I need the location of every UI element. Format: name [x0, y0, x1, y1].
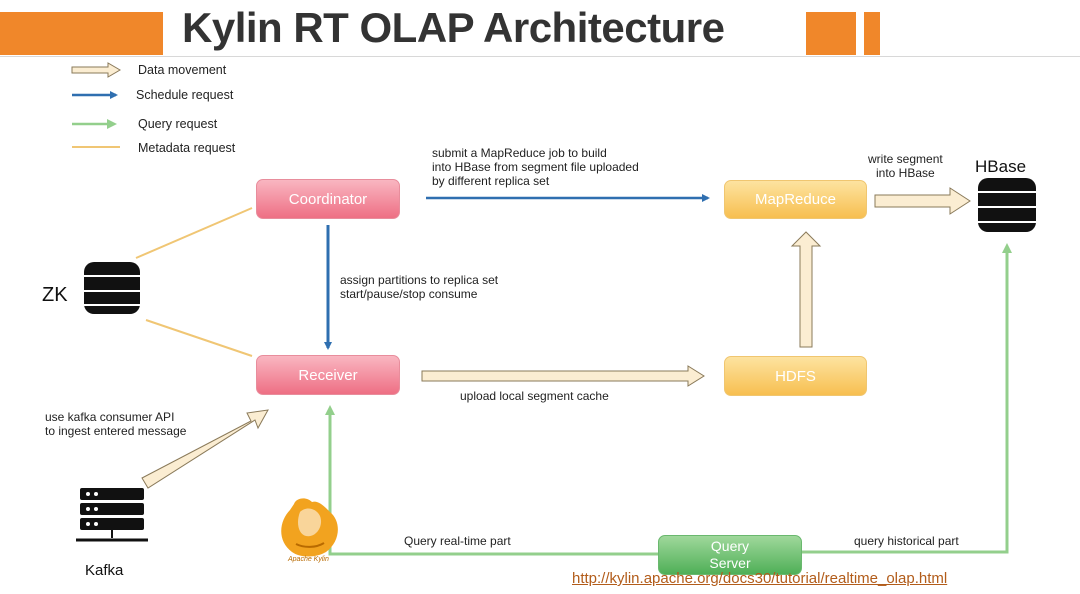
legend-label-data-movement: Data movement	[138, 63, 227, 77]
hbase-database-icon	[978, 178, 1036, 232]
kafka-label: Kafka	[85, 562, 124, 579]
kafka-to-receiver-data-arrow	[141, 409, 269, 489]
kafka-server-icon	[76, 488, 148, 542]
zk-coordinator-metadata-line	[135, 207, 253, 259]
legend-label-schedule-request: Schedule request	[136, 88, 234, 102]
coordinator-node: Coordinator	[256, 179, 400, 219]
zk-label: ZK	[42, 284, 68, 306]
query-realtime-label: Query real-time part	[404, 534, 511, 548]
apache-kylin-logo-icon	[281, 498, 338, 557]
query-realtime-arrow	[325, 405, 658, 556]
zk-receiver-metadata-line	[145, 319, 253, 357]
query-historical-arrow	[802, 243, 1012, 554]
apache-kylin-logo-text: Apache Kylin	[288, 556, 329, 563]
header-bar-left	[0, 12, 163, 55]
query-server-node: Query Server	[658, 535, 802, 575]
legend-label-metadata-request: Metadata request	[138, 141, 236, 155]
assign-partitions-label: assign partitions to replica set start/p…	[340, 273, 499, 301]
mapreduce-to-hbase-data-arrow	[874, 187, 971, 215]
header-block-right-1	[806, 12, 856, 55]
hdfs-node: HDFS	[724, 356, 867, 396]
upload-cache-label: upload local segment cache	[460, 389, 609, 403]
mapreduce-node: MapReduce	[724, 180, 867, 219]
header-divider	[0, 56, 1080, 57]
submit-job-label: submit a MapReduce job to build into HBa…	[432, 146, 639, 188]
receiver-to-hdfs-data-arrow	[421, 365, 705, 387]
query-historical-label: query historical part	[854, 534, 959, 548]
legend-label-query-request: Query request	[138, 117, 218, 131]
kafka-api-label: use kafka consumer API to ingest entered…	[45, 410, 187, 438]
hbase-label: HBase	[975, 157, 1027, 176]
page-title: Kylin RT OLAP Architecture	[182, 4, 725, 51]
zk-database-icon	[84, 262, 140, 314]
header-block-right-2	[864, 12, 880, 55]
source-url-link[interactable]: http://kylin.apache.org/docs30/tutorial/…	[572, 570, 948, 587]
legend-data-arrow-icon	[71, 62, 121, 78]
receiver-node: Receiver	[256, 355, 400, 395]
write-segment-label: write segment into HBase	[868, 152, 943, 180]
hdfs-to-mapreduce-data-arrow	[790, 231, 822, 348]
